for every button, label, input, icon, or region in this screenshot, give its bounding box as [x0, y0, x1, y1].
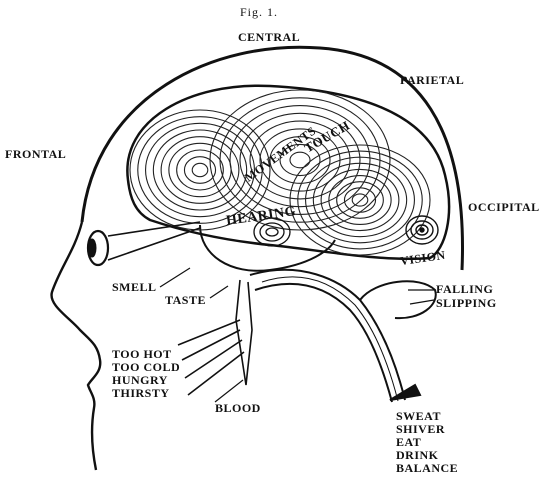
- cortex-ring: [352, 194, 368, 206]
- cortex-ring: [321, 169, 399, 230]
- brainstem-list: SWEAT SHIVER EAT DRINK BALANCE: [396, 410, 458, 475]
- face-profile: [52, 222, 101, 470]
- label-taste: TASTE: [165, 294, 206, 306]
- cortex-ring: [138, 117, 262, 224]
- cortex-ring: [290, 152, 310, 168]
- cortex-ring: [329, 176, 391, 225]
- label-blood: BLOOD: [215, 402, 261, 414]
- label-parietal: PARIETAL: [400, 74, 464, 86]
- cortex-ring: [313, 163, 406, 236]
- cortex-ring: [306, 157, 415, 243]
- label-slipping: SLIPPING: [436, 297, 497, 309]
- label-balance: BALANCE: [396, 462, 458, 475]
- hypothalamus-list: TOO HOT TOO COLD HUNGRY THIRSTY: [112, 348, 180, 400]
- vision-spiral: [406, 216, 438, 244]
- cortex-ring: [169, 143, 231, 196]
- cortex-ring: [220, 98, 380, 222]
- cortex-ring: [192, 163, 208, 176]
- cortex-ring: [146, 123, 255, 216]
- temporal-lobe-outline: [200, 225, 335, 271]
- brainstem: [250, 270, 420, 402]
- cortex-ring: [230, 106, 370, 215]
- cortex-ring: [161, 137, 239, 204]
- label-smell: SMELL: [112, 281, 157, 293]
- cortex-ring: [344, 188, 375, 212]
- cortex-rings: [130, 90, 430, 255]
- label-occipital: OCCIPITAL: [468, 201, 540, 213]
- label-thirsty: THIRSTY: [112, 387, 180, 400]
- cortex-ring: [153, 130, 246, 210]
- label-frontal: FRONTAL: [5, 148, 66, 160]
- label-central: CENTRAL: [238, 31, 300, 43]
- figure-label: Fig. 1.: [240, 6, 278, 18]
- label-falling: FALLING: [436, 283, 493, 295]
- cerebellum-outline: [360, 281, 436, 318]
- cortex-ring: [177, 150, 224, 190]
